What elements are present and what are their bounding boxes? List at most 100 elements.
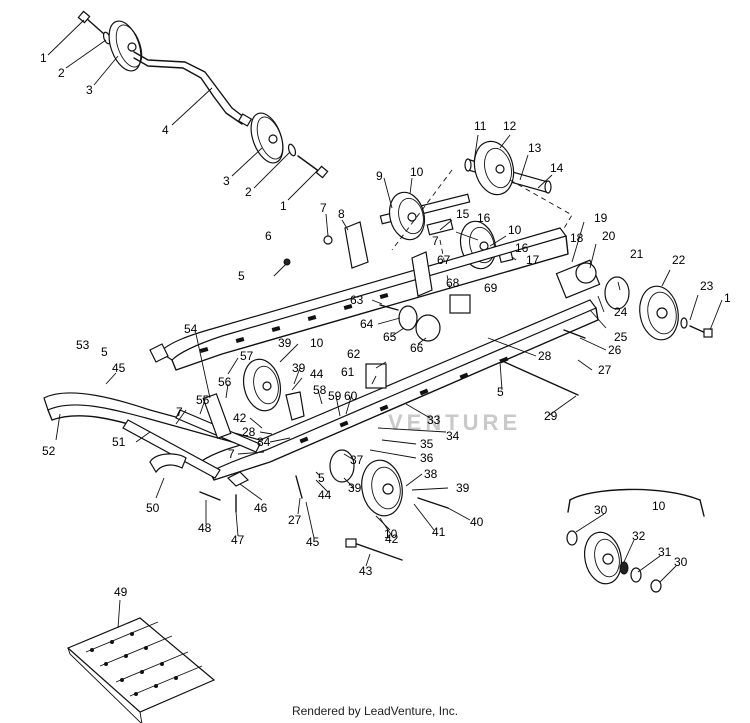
bolt-40 xyxy=(417,497,449,509)
callout-52: 52 xyxy=(42,444,56,458)
callout-1: 1 xyxy=(40,51,47,65)
wheel-lower-left-10 xyxy=(242,358,282,412)
callout-16: 16 xyxy=(515,241,529,255)
pivot-block-68 xyxy=(449,294,471,314)
front-axle-assembly xyxy=(77,10,329,179)
nut-6 xyxy=(283,258,291,266)
wheel-exploded-inset xyxy=(566,488,705,593)
callout-2: 2 xyxy=(245,185,252,199)
callout-39: 39 xyxy=(292,361,306,375)
callout-37: 37 xyxy=(350,453,364,467)
rear-idler-assembly xyxy=(555,259,713,341)
callout-leaders xyxy=(47,19,723,629)
callout-7: 7 xyxy=(228,447,235,461)
callout-58: 58 xyxy=(313,383,327,397)
right-rail-body xyxy=(199,299,597,473)
callout-5: 5 xyxy=(497,385,504,399)
callout-17: 17 xyxy=(526,253,540,267)
callout-46: 46 xyxy=(254,501,268,515)
bolt-63 xyxy=(379,304,399,311)
clip-46 xyxy=(226,471,250,487)
callout-9: 9 xyxy=(376,169,383,183)
shaft-43 xyxy=(353,542,403,561)
washer-lower xyxy=(287,143,297,157)
callout-59: 59 xyxy=(328,389,342,403)
inset-washer-30-left xyxy=(566,530,578,546)
callout-48: 48 xyxy=(198,521,212,535)
wheel-upper-right xyxy=(473,140,515,196)
wheel-lower-center-10 xyxy=(361,459,403,517)
callout-34: 34 xyxy=(446,429,460,443)
callout-32: 32 xyxy=(632,529,646,543)
callout-5: 5 xyxy=(318,471,325,485)
rail-bracket-8 xyxy=(344,221,369,269)
bolt-lower xyxy=(297,155,321,173)
callout-49: 49 xyxy=(114,585,128,599)
lower-center-wheel xyxy=(329,449,449,561)
callout-42: 42 xyxy=(385,532,399,546)
callout-39: 39 xyxy=(278,336,292,350)
callout-8: 8 xyxy=(338,207,345,221)
bolt-top-left xyxy=(85,17,105,35)
callout-3: 3 xyxy=(223,174,230,188)
inset-washer-30-right xyxy=(650,579,662,593)
inset-bearing-32 xyxy=(619,561,629,575)
callout-23: 23 xyxy=(700,279,714,293)
pin-48 xyxy=(199,491,221,501)
wheel-upper-center xyxy=(388,191,426,241)
callout-10: 10 xyxy=(410,165,424,179)
callout-29: 29 xyxy=(544,409,558,423)
callout-45: 45 xyxy=(112,361,126,375)
watermark-text: VENTURE xyxy=(388,410,521,435)
bushing-37 xyxy=(329,449,355,483)
spacer-21 xyxy=(604,276,630,310)
rear-axle-assembly xyxy=(379,140,573,291)
callout-64: 64 xyxy=(360,317,374,331)
adjuster-nut xyxy=(575,262,597,284)
callout-66: 66 xyxy=(410,341,424,355)
callout-43: 43 xyxy=(359,564,373,578)
callout-20: 20 xyxy=(602,229,616,243)
callout-10: 10 xyxy=(310,336,324,350)
callout-63: 63 xyxy=(350,293,364,307)
callout-28: 28 xyxy=(242,425,256,439)
callout-68: 68 xyxy=(446,276,460,290)
callout-33: 33 xyxy=(427,413,441,427)
callout-27: 27 xyxy=(288,513,302,527)
rail-bracket-center xyxy=(411,251,433,297)
callout-44: 44 xyxy=(318,488,332,502)
bracket-44 xyxy=(285,391,305,421)
callout-51: 51 xyxy=(112,435,126,449)
track-belt-49 xyxy=(66,617,216,723)
callout-25: 25 xyxy=(614,330,628,344)
callout-1: 1 xyxy=(280,199,287,213)
callout-54: 54 xyxy=(184,322,198,336)
callout-10: 10 xyxy=(508,223,522,237)
callout-69: 69 xyxy=(484,281,498,295)
bushing-65 xyxy=(398,305,418,331)
callout-2: 2 xyxy=(58,66,65,80)
callout-35: 35 xyxy=(420,437,434,451)
callout-16: 16 xyxy=(477,211,491,225)
left-slide-rail xyxy=(149,227,569,371)
callout-3: 3 xyxy=(86,83,93,97)
callout-36: 36 xyxy=(420,451,434,465)
center-mount-parts xyxy=(365,294,579,396)
callout-22: 22 xyxy=(672,253,686,267)
inset-snap-ring-31 xyxy=(630,567,642,583)
callout-44: 44 xyxy=(310,367,324,381)
callout-14: 14 xyxy=(550,161,564,175)
callout-12: 12 xyxy=(503,119,517,133)
callout-65: 65 xyxy=(383,330,397,344)
callout-50: 50 xyxy=(146,501,160,515)
cranked-axle xyxy=(133,51,246,119)
callout-7: 7 xyxy=(432,234,439,248)
callout-61: 61 xyxy=(341,365,355,379)
callout-28: 28 xyxy=(538,349,552,363)
callout-18: 18 xyxy=(570,231,584,245)
render-credit: Rendered by LeadVenture, Inc. xyxy=(291,704,459,718)
callout-7: 7 xyxy=(176,405,183,419)
callout-41: 41 xyxy=(432,525,446,539)
